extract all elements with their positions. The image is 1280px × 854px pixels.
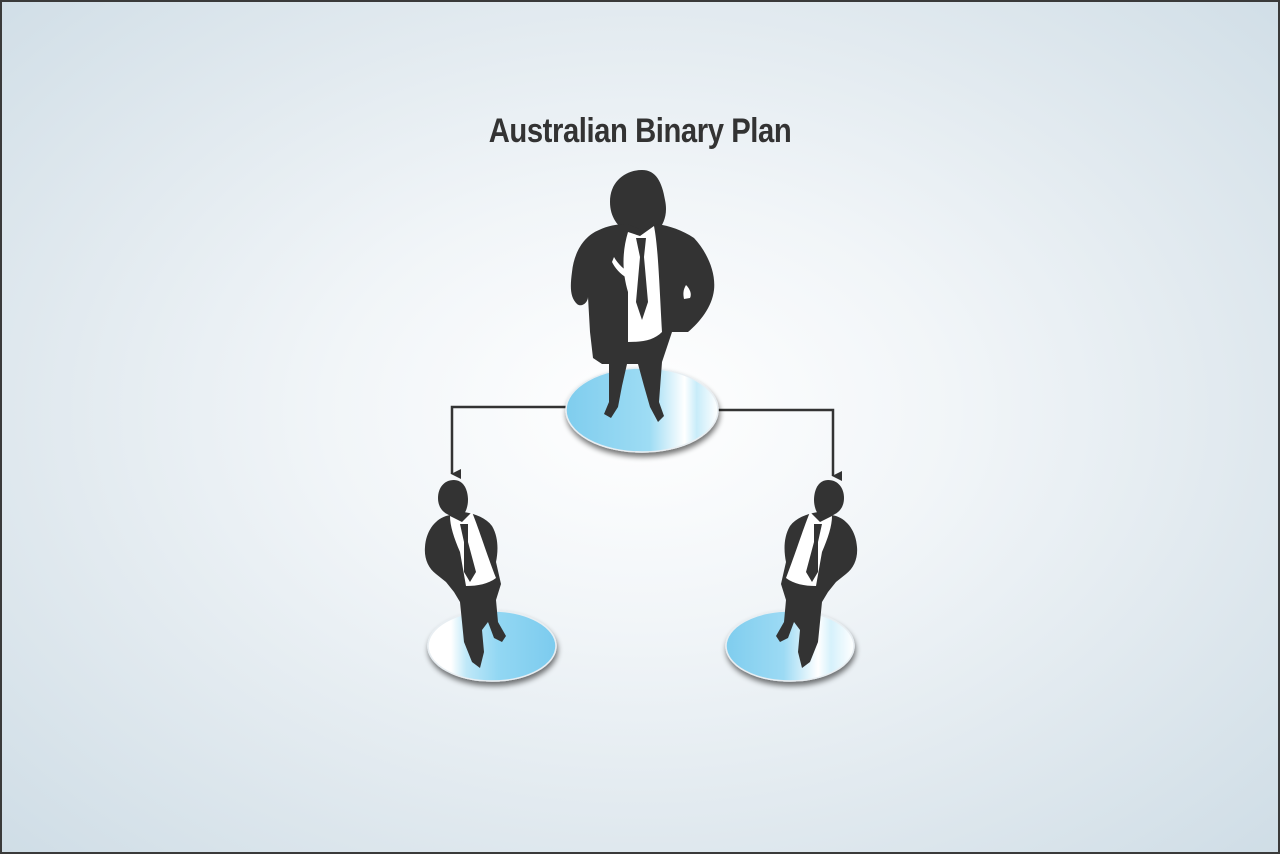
connector-left	[450, 405, 568, 479]
node-sponsor	[565, 170, 719, 453]
node-right-member	[725, 480, 858, 682]
connector-right	[716, 408, 842, 481]
diagram-title: Australian Binary Plan	[488, 112, 792, 150]
platform-sponsor	[565, 367, 719, 453]
node-left-member	[424, 480, 557, 682]
